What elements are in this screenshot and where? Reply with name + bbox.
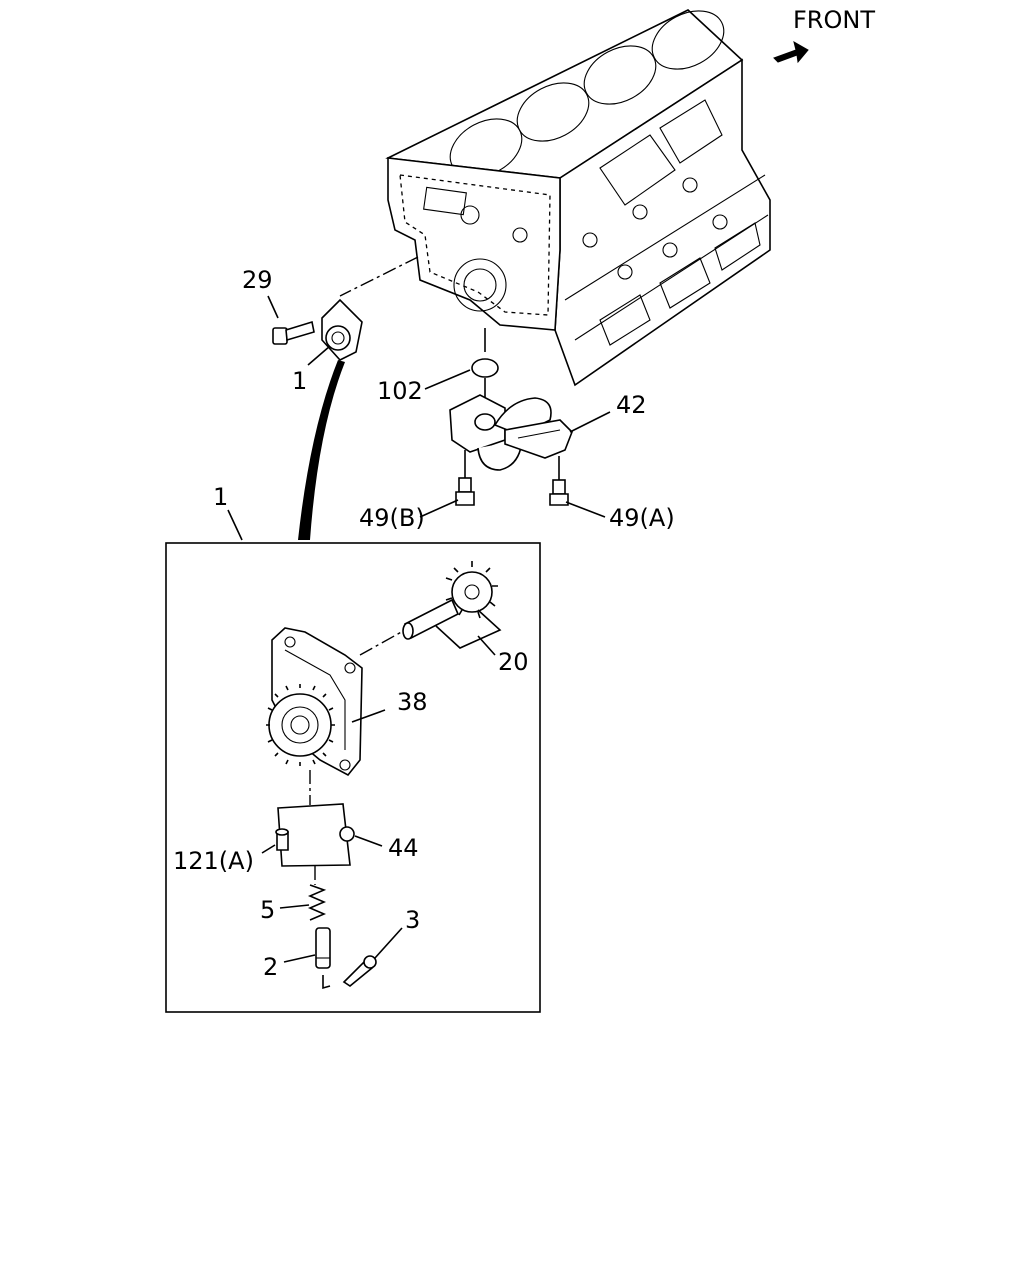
callout-102: 102	[377, 377, 423, 405]
pointer-1-small	[307, 345, 331, 366]
callout-1-small: 1	[292, 367, 307, 395]
detail-box	[165, 542, 541, 1013]
pump-body-38	[266, 627, 386, 777]
front-indicator: FRONT	[773, 6, 875, 64]
relief-spring-5	[279, 866, 327, 921]
oil-pump-small	[321, 298, 363, 361]
bolt-49-b	[455, 450, 475, 506]
callout-29: 29	[242, 266, 273, 294]
callout-3: 3	[405, 906, 420, 934]
detail-connector	[298, 360, 345, 540]
front-arrow-icon	[773, 40, 809, 64]
callout-38: 38	[397, 688, 428, 716]
relief-plunger-2	[283, 927, 331, 990]
callout-20: 20	[498, 648, 529, 676]
seal-kit-box	[261, 803, 383, 867]
callout-49a: 49(A)	[609, 504, 675, 532]
bolt-49-a	[549, 456, 569, 506]
driven-gear-20	[359, 561, 502, 656]
engine-block	[385, 9, 771, 387]
oil-strainer-42	[449, 394, 573, 471]
front-label: FRONT	[793, 6, 875, 34]
callout-44: 44	[388, 834, 419, 862]
callout-5: 5	[260, 896, 275, 924]
pump-alignment-line	[339, 256, 419, 297]
o-ring-102	[471, 358, 499, 400]
callout-49b: 49(B)	[359, 504, 425, 532]
callout-2: 2	[263, 953, 278, 981]
callout-42: 42	[616, 391, 647, 419]
callout-1-box: 1	[213, 483, 228, 511]
split-pin-3	[342, 927, 403, 987]
callout-121a: 121(A)	[173, 847, 254, 875]
bolt-29	[272, 320, 315, 345]
pointer-29	[267, 295, 279, 319]
